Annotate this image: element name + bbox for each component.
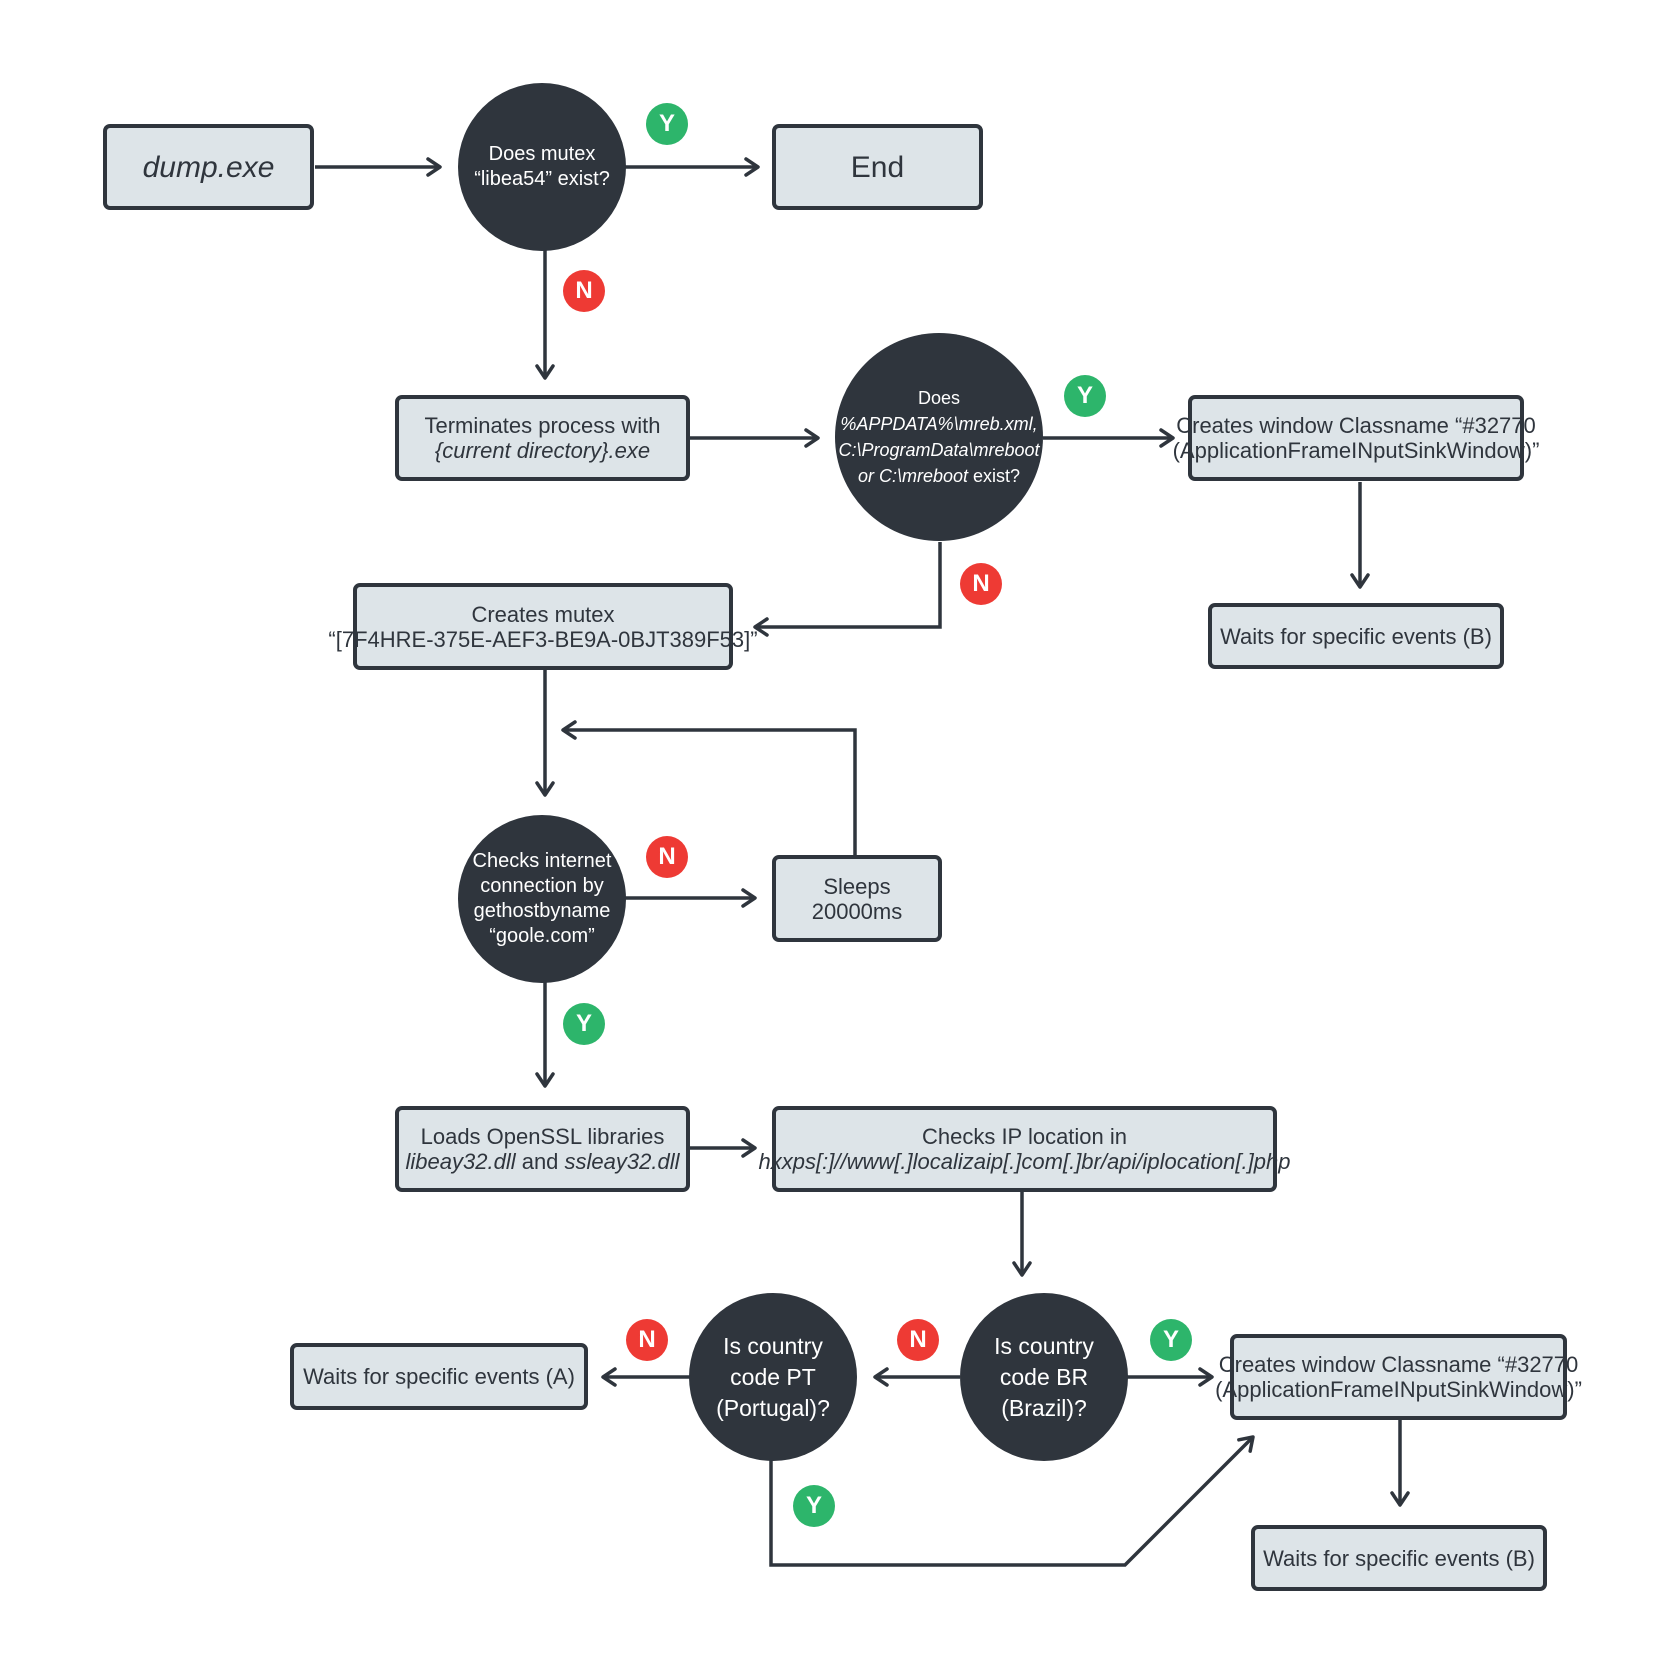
node-wait-events-a-label: Waits for specific events (A) — [303, 1364, 575, 1389]
decision-mutex-exists: Does mutex “libea54” exist? — [458, 83, 626, 251]
node-load-openssl-line2: libeay32.dll and ssleay32.dll — [406, 1149, 680, 1174]
decision-files-exist-line4-suffix: exist? — [968, 466, 1021, 486]
decision-country-br: Is country code BR (Brazil)? — [960, 1293, 1128, 1461]
decision-internet-check-line4: “goole.com” — [489, 925, 595, 947]
node-load-openssl-line1: Loads OpenSSL libraries — [420, 1124, 665, 1149]
node-create-window-top: Creates window Classname “#32770 (Applic… — [1173, 395, 1539, 481]
decision-country-pt: Is country code PT (Portugal)? — [689, 1293, 857, 1461]
decision-country-pt-line3: (Portugal)? — [716, 1394, 830, 1421]
node-sleeps: Sleeps 20000ms — [772, 855, 942, 942]
decision-internet-check-line2: connection by — [480, 875, 604, 897]
decision-country-br-line3: (Brazil)? — [1001, 1394, 1087, 1421]
decision-files-exist-line2: %APPDATA%\mreb.xml, — [840, 414, 1038, 434]
decision-internet-check: Checks internet connection by gethostbyn… — [458, 815, 626, 983]
node-check-ip-location: Checks IP location in hxxps[:]//www[.]lo… — [759, 1106, 1290, 1192]
node-wait-events-b-bottom-label: Waits for specific events (B) — [1263, 1545, 1535, 1571]
node-create-window-bottom-line2: (ApplicationFrameINputSinkWindow)” — [1215, 1377, 1582, 1402]
node-create-window-top-line2: (ApplicationFrameINputSinkWindow)” — [1172, 438, 1540, 463]
node-check-ip-location-url: hxxps[:]//www[.]localizaip[.]com[.]br/ap… — [758, 1149, 1291, 1174]
decision-mutex-exists-line2: “libea54” exist? — [474, 168, 610, 190]
decision-files-exist-line4-path: or C:\mreboot — [857, 466, 968, 486]
node-create-window-top-line1: Creates window Classname “#32770 — [1176, 413, 1536, 438]
node-sleeps-line2: 20000ms — [811, 898, 903, 924]
node-load-openssl-and: and — [515, 1149, 565, 1174]
no-badge: N — [563, 270, 605, 312]
node-create-mutex-line1: Creates mutex — [471, 601, 615, 627]
decision-country-pt-line2: code PT — [730, 1363, 816, 1390]
arrow-pt-yes-to-window — [769, 1435, 1255, 1567]
decision-internet-check-line1: Checks internet — [472, 850, 612, 872]
node-dump-exe-label: dump.exe — [142, 150, 275, 184]
node-create-mutex-line2: “[7F4HRE-375E-AEF3-BE9A-0BJT389F53]” — [328, 626, 758, 652]
node-load-openssl-dll2: ssleay32.dll — [564, 1149, 680, 1174]
node-create-mutex: Creates mutex “[7F4HRE-375E-AEF3-BE9A-0B… — [328, 583, 758, 670]
node-wait-events-a: Waits for specific events (A) — [290, 1343, 588, 1410]
node-create-window-bottom-line1: Creates window Classname “#32770 — [1218, 1352, 1579, 1377]
node-sleeps-line1: Sleeps — [823, 873, 891, 899]
yes-badge: Y — [1150, 1319, 1192, 1361]
no-badge: N — [960, 563, 1002, 605]
node-terminate-process-line2: {current directory}.exe — [434, 438, 651, 463]
no-badge: N — [626, 1319, 668, 1361]
decision-files-exist: Does %APPDATA%\mreb.xml, C:\ProgramData\… — [835, 333, 1043, 541]
decision-internet-check-line3: gethostbyname — [473, 900, 611, 922]
decision-files-exist-line3: C:\ProgramData\mreboot — [838, 440, 1040, 460]
node-end: End — [772, 124, 983, 210]
yes-badge: Y — [793, 1485, 835, 1527]
node-wait-events-b-top-label: Waits for specific events (B) — [1220, 623, 1492, 649]
node-dump-exe: dump.exe — [103, 124, 314, 210]
no-badge: N — [897, 1319, 939, 1361]
node-check-ip-location-line1: Checks IP location in — [921, 1124, 1128, 1149]
node-load-openssl: Loads OpenSSL libraries libeay32.dll and… — [395, 1106, 690, 1192]
node-load-openssl-dll1: libeay32.dll — [405, 1149, 516, 1174]
decision-files-exist-line1: Does — [917, 388, 961, 408]
decision-mutex-exists-line1: Does mutex — [488, 143, 596, 165]
decision-files-exist-line4: or C:\mreboot exist? — [858, 463, 1020, 489]
node-create-window-bottom: Creates window Classname “#32770 (Applic… — [1215, 1334, 1582, 1420]
decision-country-pt-line1: Is country — [723, 1332, 823, 1359]
decision-country-br-line1: Is country — [994, 1332, 1094, 1359]
no-badge: N — [646, 836, 688, 878]
yes-badge: Y — [646, 103, 688, 145]
node-wait-events-b-top: Waits for specific events (B) — [1208, 603, 1504, 669]
arrow-files-no-to-create-mutex — [753, 542, 942, 637]
yes-badge: Y — [563, 1003, 605, 1045]
decision-country-br-line2: code BR — [999, 1363, 1089, 1390]
node-terminate-process-line1: Terminates process with — [424, 413, 661, 438]
arrow-sleep-loop-back — [561, 720, 857, 855]
node-end-label: End — [850, 150, 905, 184]
node-terminate-process: Terminates process with {current directo… — [395, 395, 690, 481]
node-wait-events-b-bottom: Waits for specific events (B) — [1251, 1525, 1547, 1591]
yes-badge: Y — [1064, 375, 1106, 417]
